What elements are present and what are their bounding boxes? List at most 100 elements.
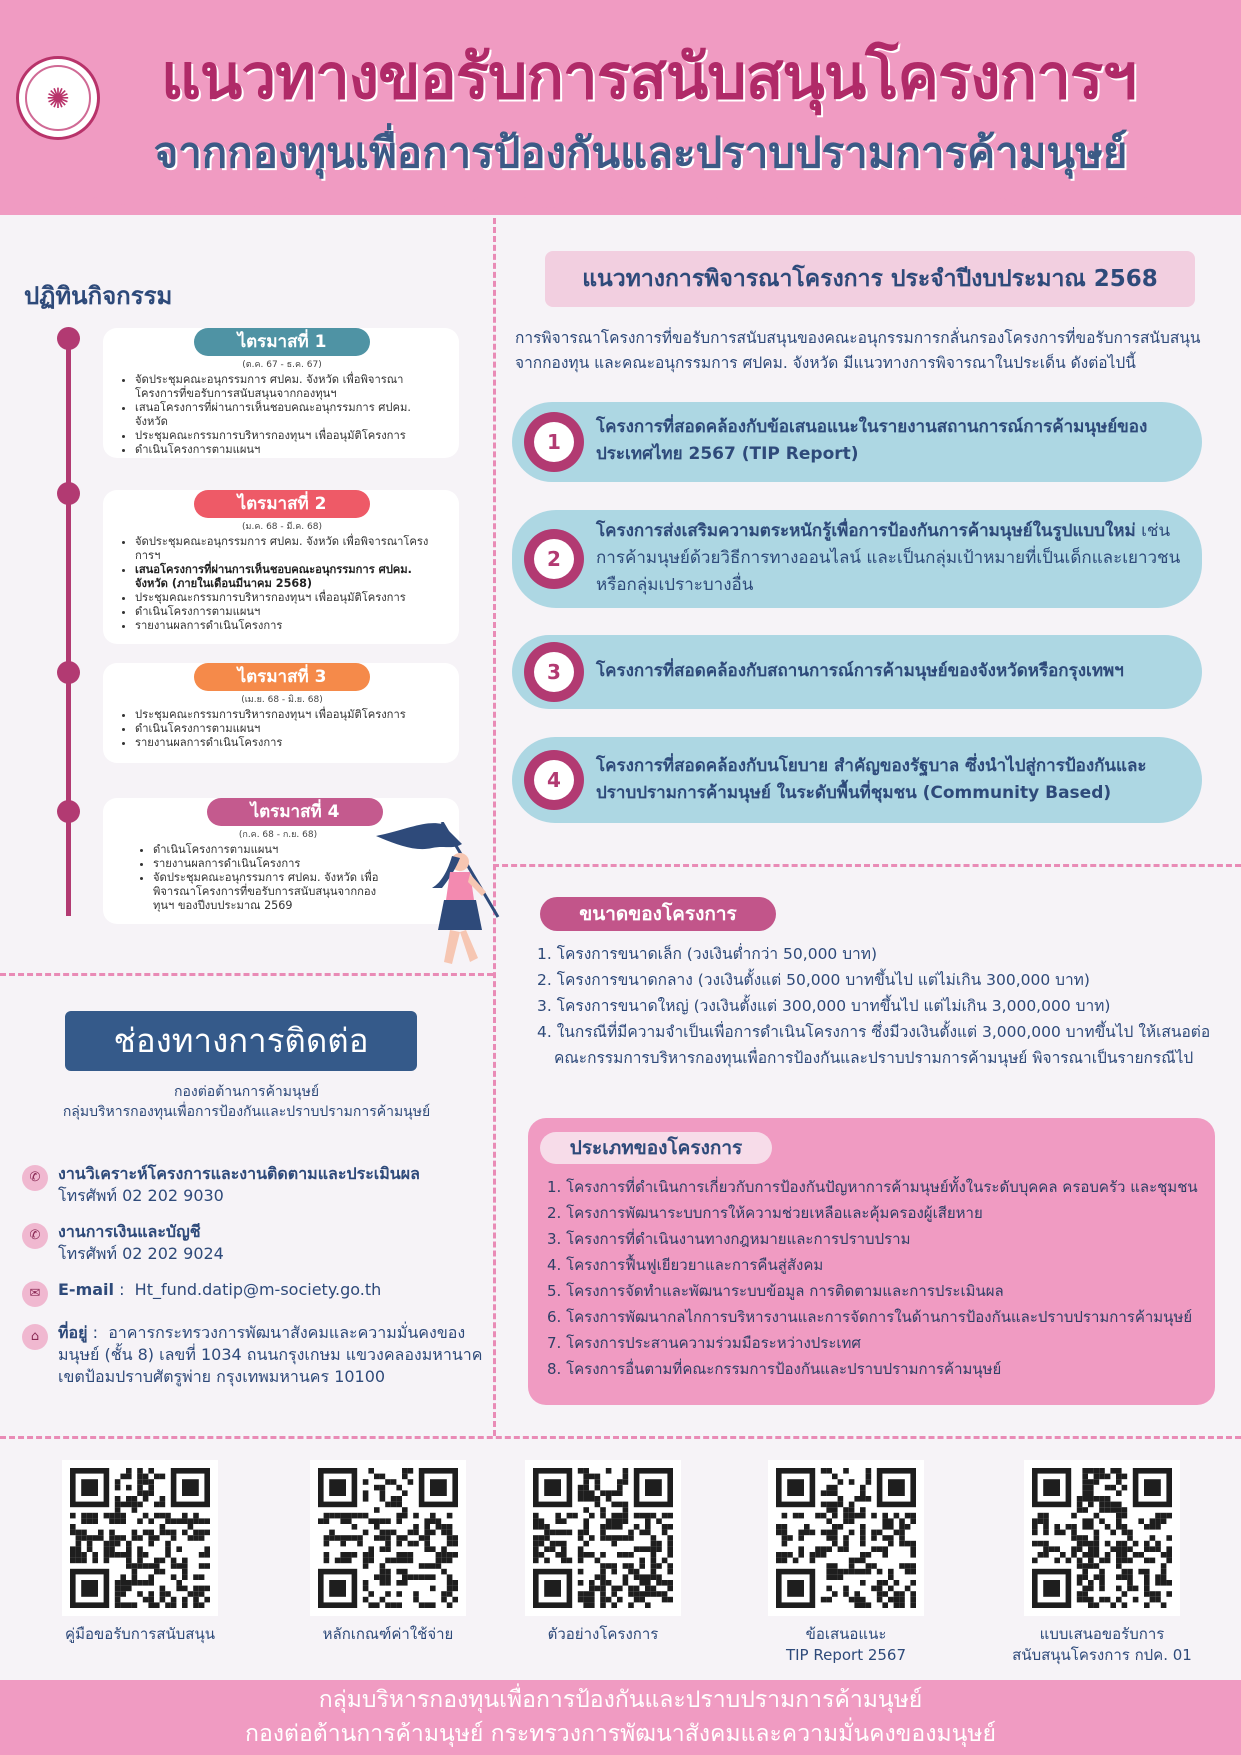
project-type-item: 8. โครงการอื่นตามที่คณะกรรมการป้องกันและ… xyxy=(547,1360,1002,1378)
quarter-card-4: ไตรมาสที่ 4 (ก.ค. 68 - ก.ย. 68) ดำเนินโค… xyxy=(103,798,459,924)
project-type-item: 4. โครงการฟื้นฟูเยียวยาและการคืนสู่สังคม xyxy=(547,1256,824,1274)
considerations-intro: การพิจารณาโครงการที่ขอรับการสนับสนุนของค… xyxy=(515,329,1201,372)
contact-unit-name: งานวิเคราะห์โครงการและงานติดตามและประเมิ… xyxy=(58,1164,420,1183)
divider-left xyxy=(0,973,493,976)
quarter-label: ไตรมาสที่ 2 xyxy=(194,490,370,518)
quarter-item-bold: เสนอโครงการที่ผ่านการเห็นชอบคณะอนุกรรมกา… xyxy=(135,563,412,590)
quarter-date: (ม.ค. 68 - มี.ค. 68) xyxy=(242,522,322,532)
phone-icon: ✆ xyxy=(22,1223,48,1249)
quarter-item: จัดประชุมคณะอนุกรรมการ ศปคม. จังหวัด เพื… xyxy=(135,373,447,401)
timeline-dot xyxy=(57,482,80,505)
qr-label: แบบเสนอขอรับการ xyxy=(1039,1625,1165,1643)
activities-title: ปฏิทินกิจกรรม xyxy=(24,282,173,310)
project-size-item: 2. โครงการขนาดกลาง (วงเงินตั้งแต่ 50,000… xyxy=(537,971,1090,989)
qr-code[interactable] xyxy=(62,1460,218,1616)
girl-with-flag-illustration xyxy=(376,822,500,964)
quarter-label: ไตรมาสที่ 1 xyxy=(194,328,370,356)
project-size-title: ขนาดของโครงการ xyxy=(540,897,776,931)
quarter-item: เสนอโครงการที่ผ่านการเห็นชอบคณะอนุกรรมกา… xyxy=(135,401,447,429)
qr-code[interactable] xyxy=(310,1460,466,1616)
project-type-item: 2. โครงการพัฒนาระบบการให้ความช่วยเหลือแล… xyxy=(547,1204,983,1222)
qr-code[interactable] xyxy=(1024,1460,1180,1616)
header-scallop-edge xyxy=(0,185,1241,208)
qr-code-icon xyxy=(1032,1468,1172,1608)
qr-label: TIP Report 2567 xyxy=(785,1646,907,1664)
qr-label: หลักเกณฑ์ค่าใช้จ่าย xyxy=(322,1625,454,1643)
consideration-text: โครงการส่งเสริมความตระหนักรู้เพื่อการป้อ… xyxy=(596,521,1136,541)
contact-phone[interactable]: โทรศัพท์ 02 202 9024 xyxy=(58,1244,224,1263)
consideration-text-rest: เช่น การค้ามนุษย์ด้วยวิธีการทางออนไลน์ แ… xyxy=(596,521,1181,595)
project-size-item: 3. โครงการขนาดใหญ่ (วงเงินตั้งแต่ 300,00… xyxy=(537,997,1111,1015)
consideration-text: โครงการที่สอดคล้องกับข้อเสนอแนะในรายงานส… xyxy=(596,417,1148,464)
email-label: E-mail xyxy=(58,1280,115,1299)
consideration-item-3: 3 โครงการที่สอดคล้องกับสถานการณ์การค้ามน… xyxy=(512,635,1202,709)
address-value: อาคารกระทรวงการพัฒนาสังคมและความมั่นคงขอ… xyxy=(58,1323,483,1386)
qr-label: คู่มือขอรับการสนับสนุน xyxy=(65,1625,215,1643)
timeline-dot xyxy=(57,800,80,823)
project-type-item: 6. โครงการพัฒนากลไกการบริหารงานและการจัด… xyxy=(547,1308,1193,1326)
quarter-item: รายงานผลการดำเนินโครงการ xyxy=(153,857,379,871)
timeline-dot xyxy=(57,327,80,350)
consideration-number-text: 1 xyxy=(534,422,574,462)
timeline-dot xyxy=(57,661,80,684)
contact-title: ช่องทางการติดต่อ xyxy=(65,1011,417,1071)
main-title: แนวทางขอรับการสนับสนุนโครงการฯ xyxy=(160,40,1137,113)
project-type-item: 1. โครงการที่ดำเนินการเกี่ยวกับการป้องกั… xyxy=(547,1178,1198,1196)
divider-bottom xyxy=(0,1436,1241,1439)
quarter-card-3: ไตรมาสที่ 3 (เม.ย. 68 - มิ.ย. 68) ประชุม… xyxy=(103,663,459,763)
quarter-date: (ต.ค. 67 - ธ.ค. 67) xyxy=(242,360,322,370)
quarter-label: ไตรมาสที่ 3 xyxy=(194,663,370,691)
quarter-item: จัดประชุมคณะอนุกรรมการ ศปคม. จังหวัด เพื… xyxy=(153,871,379,913)
quarter-card-2: ไตรมาสที่ 2 (ม.ค. 68 - มี.ค. 68) จัดประช… xyxy=(103,490,459,644)
qr-code[interactable] xyxy=(768,1460,924,1616)
qr-project-example[interactable]: ตัวอย่างโครงการ xyxy=(523,1460,683,1645)
divider-right xyxy=(493,864,1241,867)
consideration-text: โครงการที่สอดคล้องกับสถานการณ์การค้ามนุษ… xyxy=(596,661,1124,681)
quarter-item: ดำเนินโครงการตามแผนฯ xyxy=(135,722,447,736)
quarter-item: รายงานผลการดำเนินโครงการ xyxy=(135,736,447,750)
qr-tip-report[interactable]: ข้อเสนอแนะ TIP Report 2567 xyxy=(766,1460,926,1666)
timeline-line xyxy=(66,338,71,916)
quarter-card-1: ไตรมาสที่ 1 (ต.ค. 67 - ธ.ค. 67) จัดประชุ… xyxy=(103,328,459,458)
quarter-item: ประชุมคณะกรรมการบริหารกองทุนฯ เพื่ออนุมั… xyxy=(135,591,447,605)
qr-code[interactable] xyxy=(525,1460,681,1616)
quarter-item: ประชุมคณะกรรมการบริหารกองทุนฯ เพื่ออนุมั… xyxy=(135,429,447,443)
qr-code-icon xyxy=(776,1468,916,1608)
qr-label: สนับสนุนโครงการ กปค. 01 xyxy=(1012,1646,1192,1664)
footer-banner: กลุ่มบริหารกองทุนเพื่อการป้องกันและปราบป… xyxy=(0,1680,1241,1755)
qr-label: ข้อเสนอแนะ xyxy=(805,1625,887,1643)
contact-phone[interactable]: โทรศัพท์ 02 202 9030 xyxy=(58,1186,224,1205)
quarter-item: ดำเนินโครงการตามแผนฯ xyxy=(153,843,379,857)
consideration-item-1: 1 โครงการที่สอดคล้องกับข้อเสนอแนะในรายงา… xyxy=(512,402,1202,482)
address-label: ที่อยู่ xyxy=(58,1323,88,1342)
qr-code-icon xyxy=(533,1468,673,1608)
consideration-item-2: 2 โครงการส่งเสริมความตระหนักรู้เพื่อการป… xyxy=(512,510,1202,608)
quarter-item: ดำเนินโครงการตามแผนฯ xyxy=(135,443,447,457)
quarter-date: (เม.ย. 68 - มิ.ย. 68) xyxy=(241,695,323,705)
project-size-item: 1. โครงการขนาดเล็ก (วงเงินต่ำกว่า 50,000… xyxy=(537,945,878,963)
footer-line: กองต่อต้านการค้ามนุษย์ กระทรวงการพัฒนาสั… xyxy=(245,1721,996,1747)
consideration-item-4: 4 โครงการที่สอดคล้องกับนโยบาย สำคัญของรั… xyxy=(512,737,1202,823)
project-type-title: ประเภทของโครงการ xyxy=(540,1132,772,1164)
quarter-item: จัดประชุมคณะอนุกรรมการ ศปคม. จังหวัด เพื… xyxy=(135,535,447,563)
email-link[interactable]: Ht_fund.datip@m-society.go.th xyxy=(134,1280,382,1299)
project-type-list: 1. โครงการที่ดำเนินการเกี่ยวกับการป้องกั… xyxy=(547,1174,1207,1382)
project-type-item: 5. โครงการจัดทำและพัฒนาระบบข้อมูล การติด… xyxy=(547,1282,1004,1300)
project-type-item: 7. โครงการประสานความร่วมมือระหว่างประเทศ xyxy=(547,1334,861,1352)
mail-icon: ✉ xyxy=(22,1281,48,1307)
phone-icon: ✆ xyxy=(22,1165,48,1191)
consideration-number: 4 xyxy=(524,750,584,810)
project-size-item: 4. ในกรณีที่มีความจำเป็นเพื่อการดำเนินโค… xyxy=(537,1023,1211,1067)
quarter-label: ไตรมาสที่ 4 xyxy=(207,798,383,826)
contact-org-line: กลุ่มบริหารกองทุนเพื่อการป้องกันและปราบป… xyxy=(62,1104,431,1120)
project-type-box: ประเภทของโครงการ 1. โครงการที่ดำเนินการเ… xyxy=(528,1118,1215,1405)
qr-expense-criteria[interactable]: หลักเกณฑ์ค่าใช้จ่าย xyxy=(308,1460,468,1645)
quarter-date: (ก.ค. 68 - ก.ย. 68) xyxy=(238,830,318,840)
quarter-item: เสนอโครงการที่ผ่านการเห็นชอบคณะอนุกรรมกา… xyxy=(135,563,447,591)
ministry-seal-icon: ✺ xyxy=(16,56,100,140)
qr-handbook[interactable]: คู่มือขอรับการสนับสนุน xyxy=(60,1460,220,1645)
consideration-number: 3 xyxy=(524,642,584,702)
qr-proposal-form[interactable]: แบบเสนอขอรับการ สนับสนุนโครงการ กปค. 01 xyxy=(1012,1460,1192,1666)
quarter-item: ดำเนินโครงการตามแผนฯ xyxy=(135,605,447,619)
home-icon: ⌂ xyxy=(22,1324,48,1350)
